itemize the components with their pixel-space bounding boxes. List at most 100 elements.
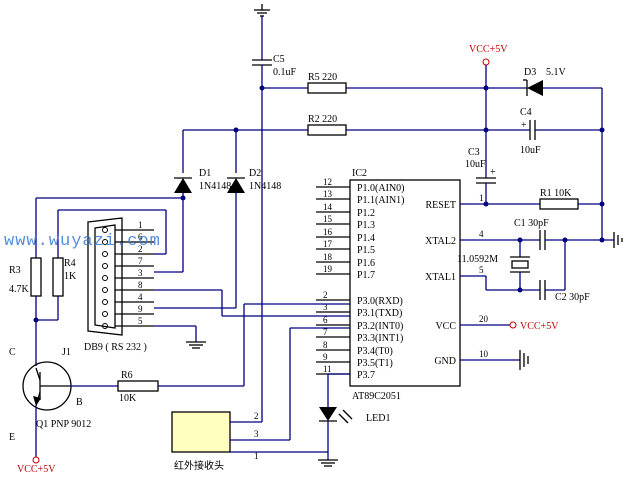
- watermark-text: www.wuyazi.com: [4, 232, 161, 251]
- ic-pin-number: 8: [323, 340, 328, 350]
- resistor-r1: [539, 198, 579, 210]
- d2-value: 1N4148: [249, 181, 281, 192]
- c3-label: C3: [468, 147, 480, 158]
- ic-pin-name: P3.5(T1): [357, 358, 393, 369]
- vcc-top-label: VCC+5V: [469, 44, 508, 55]
- db9-pin-number: 5: [138, 316, 143, 326]
- ir-receiver-label: 红外接收头: [174, 459, 224, 472]
- top-ground-symbol: [254, 4, 270, 17]
- ic-pin-number: 20: [479, 314, 489, 324]
- ic-pin-name: VCC: [435, 321, 456, 332]
- db9-label: DB9 ( RS 232 ): [84, 342, 147, 353]
- ic-pin-number: 10: [479, 349, 489, 359]
- ic-pin-name: P1.5: [357, 245, 375, 256]
- ic-pin-number: 5: [479, 265, 484, 275]
- ic-pin-number: 3: [323, 302, 328, 312]
- ic-pin-number: 14: [323, 202, 333, 212]
- gnd-pin10-symbol: [519, 350, 529, 370]
- capacitor-c5: [252, 59, 272, 66]
- led1-label: LED1: [366, 413, 390, 424]
- db9-pin-number: 1: [138, 220, 143, 230]
- r3-value: 4.7K: [9, 284, 30, 295]
- crystal-oscillator: [510, 256, 530, 273]
- ic-name: AT89C2051: [352, 391, 401, 402]
- q-base-label: B: [76, 397, 83, 408]
- ic-pin-number: 11: [323, 364, 332, 374]
- ic-pin-number: 19: [323, 264, 333, 274]
- svg-text:+: +: [521, 120, 527, 131]
- ic-pin-name: P3.2(INT0): [357, 321, 403, 332]
- ir-pin-3: 3: [254, 429, 259, 439]
- ic-pin-number: 7: [323, 327, 328, 337]
- d1-value: 1N4148: [199, 181, 231, 192]
- r3-label: R3: [9, 265, 21, 276]
- ic-ref: IC2: [352, 168, 367, 179]
- r6-value: 10K: [119, 393, 137, 404]
- c4-label: C4: [520, 107, 532, 118]
- q1-label: Q1 PNP 9012: [36, 419, 91, 430]
- resistor-r6: [117, 380, 159, 392]
- ic-pin-name: P3.3(INT1): [357, 333, 403, 344]
- q-collector-label: C: [9, 347, 16, 358]
- ir-pin-1: 1: [254, 451, 259, 461]
- db9-pin-contact: [102, 311, 108, 317]
- db9-pin-number: 9: [138, 304, 143, 314]
- d1-label: D1: [199, 168, 211, 179]
- ic-pin-number: 16: [323, 227, 333, 237]
- db9-connector: [87, 217, 123, 336]
- ir-pin-2: 2: [254, 411, 259, 421]
- ic-pin-name: P3.4(T0): [357, 346, 393, 357]
- db9-pin-contact: [102, 275, 108, 281]
- ic-left-pins: 12P1.0(AIN0)13P1.1(AIN1)14P1.215P1.316P1…: [316, 177, 405, 381]
- crystal-label: 11.0592M: [457, 254, 498, 265]
- ic-pin-name: P1.3: [357, 220, 375, 231]
- db9-pin-number: 4: [138, 292, 143, 302]
- vcc-top-terminal: [482, 58, 490, 66]
- d3-value: 5.1V: [546, 67, 567, 78]
- db9-ground-symbol: [186, 341, 206, 349]
- capacitor-c2: [539, 280, 546, 300]
- ir-receiver-body: [171, 411, 231, 453]
- db9-pin-contact: [102, 227, 108, 233]
- ic-pin-name: GND: [434, 356, 456, 367]
- db9-pin-number: 2: [138, 244, 143, 254]
- ic-pin-number: 9: [323, 352, 328, 362]
- ic-pin-number: 4: [479, 229, 484, 239]
- r4-label: R4: [64, 258, 76, 269]
- svg-text:+: +: [490, 167, 496, 178]
- vcc-bottom-terminal: [32, 456, 40, 464]
- db9-pin-number: 6: [138, 232, 143, 242]
- ic-pin-number: 1: [479, 193, 484, 203]
- resistor-r3: [30, 257, 42, 297]
- ic-pin-name: P1.7: [357, 270, 375, 281]
- db9-pin-contact: [102, 263, 108, 269]
- led1-symbol: [319, 407, 353, 424]
- ir-ground-symbol: [318, 459, 338, 467]
- d2-label: D2: [249, 168, 261, 179]
- c2-label: C2 30pF: [555, 292, 590, 303]
- c4-value: 10uF: [520, 145, 541, 156]
- db9-pin-contact: [102, 323, 108, 329]
- ic-pin-number: 13: [323, 189, 333, 199]
- ic-pin-name: RESET: [425, 200, 456, 211]
- db9-pin-contact: [102, 239, 108, 245]
- ic-pin-name: P3.0(RXD): [357, 296, 403, 307]
- c5-value: 0.1uF: [273, 67, 297, 78]
- ic-pin-name: P1.1(AIN1): [357, 195, 405, 206]
- ic-pin-number: 6: [323, 315, 328, 325]
- right-ground-symbol: [613, 232, 623, 248]
- resistor-r4: [52, 257, 64, 297]
- ic-pin-number: 18: [323, 252, 333, 262]
- r5-label: R5 220: [308, 72, 337, 83]
- vcc-pin20-terminal: [509, 321, 517, 329]
- db9-pin-number: 8: [138, 280, 143, 290]
- c5-label: C5: [273, 54, 285, 65]
- db9-pin-number: 3: [138, 268, 143, 278]
- vcc-bottom-label: VCC+5V: [17, 464, 56, 475]
- vcc-pin20-label: VCC+5V: [520, 321, 559, 332]
- db9-pin-contact: [102, 299, 108, 305]
- zener-diode-d3: [523, 79, 543, 96]
